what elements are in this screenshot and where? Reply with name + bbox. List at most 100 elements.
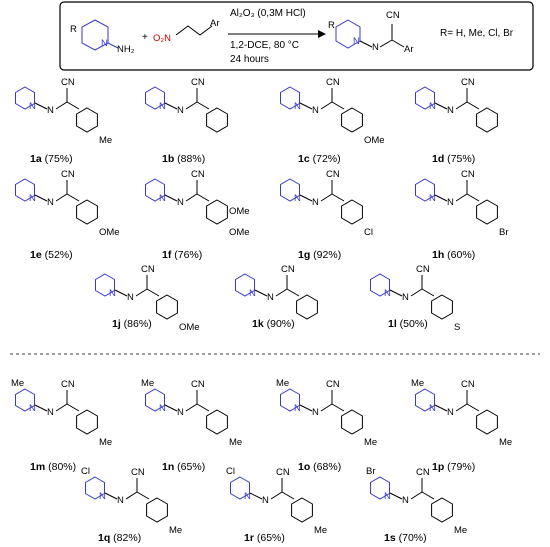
reaction-arrow	[228, 30, 326, 38]
condition-solvent: 1,2-DCE, 80 °C	[230, 40, 299, 51]
compound-yield: (68%)	[310, 461, 341, 473]
aryl-ring	[341, 199, 363, 225]
reaction-box	[59, 1, 534, 71]
imine-n: N	[47, 105, 54, 116]
compound-yield: (90%)	[264, 318, 295, 330]
product-imine-n: N	[372, 42, 379, 53]
pyridine-ring	[230, 476, 250, 500]
imine-n: N	[177, 407, 184, 418]
aryl-ring	[341, 107, 363, 133]
aryl-ring	[341, 409, 363, 435]
imine-n: N	[47, 407, 54, 418]
compound-yield: (79%)	[444, 461, 475, 473]
pyridine-ring	[145, 178, 165, 202]
pyridine-n: N	[294, 193, 301, 204]
nitrile-label: CN	[131, 467, 145, 478]
pyridine-ring	[415, 178, 435, 202]
ring-nitrogen: N	[101, 38, 108, 49]
aryl-substituent: Me	[229, 437, 242, 448]
compound-yield: (72%)	[310, 153, 341, 165]
imine-n: N	[312, 407, 319, 418]
aryl-ring	[431, 294, 453, 320]
aryl-ring	[76, 409, 98, 435]
compound-yield: (92%)	[310, 249, 341, 261]
compound-id: 1a	[30, 153, 42, 165]
nitro-label: O₂N	[153, 33, 171, 44]
product-r-label: R	[328, 20, 335, 31]
aryl-substituent-2: OMe	[229, 206, 250, 217]
compound-id: 1n	[162, 461, 174, 473]
nitrile-label: CN	[461, 169, 475, 180]
r-group-definition: R= H, Me, Cl, Br	[440, 28, 514, 39]
compound-id: 1o	[298, 461, 310, 473]
compound-label: 1c (72%)	[298, 153, 341, 165]
compound-label: 1d (75%)	[432, 153, 475, 165]
aryl-substituent: S	[454, 322, 460, 333]
compound-label: 1s (70%)	[384, 532, 427, 544]
pyridine-substituent: Me	[141, 378, 154, 389]
pyridine-ring	[415, 388, 435, 412]
imine-n: N	[402, 495, 409, 506]
aryl-substituent: OMe	[179, 322, 200, 333]
nitrile-label: CN	[461, 379, 475, 390]
compound-label: 1h (60%)	[432, 249, 475, 261]
compound-id: 1f	[162, 249, 172, 261]
aryl-substituent: Me	[169, 525, 182, 536]
aryl-ring	[476, 409, 498, 435]
pyridine-substituent: Br	[366, 466, 376, 477]
plus-sign: +	[142, 32, 148, 43]
aminopyridine-reactant: R N NH₂	[70, 19, 135, 55]
product-ring-n: N	[353, 36, 360, 47]
aryl-ring	[431, 497, 453, 523]
aryl-substituent: Me	[99, 437, 112, 448]
compound-label: 1q (82%)	[98, 532, 141, 544]
aryl-ring	[476, 199, 498, 225]
compound-yield: (65%)	[174, 461, 205, 473]
aryl-substituent: Cl	[364, 227, 373, 238]
aryl-ring	[146, 497, 168, 523]
compound-id: 1p	[432, 461, 444, 473]
pyridine-n: N	[29, 403, 36, 414]
compound-label: 1l (50%)	[388, 318, 428, 330]
compound-yield: (65%)	[254, 532, 285, 544]
nitrile-label: CN	[326, 379, 340, 390]
nitrile-label: CN	[416, 264, 430, 275]
pyridine-substituent: Cl	[226, 466, 235, 477]
pyridine-n: N	[249, 288, 256, 299]
aryl-ring	[476, 107, 498, 133]
compound-id: 1s	[384, 532, 396, 544]
pyridine-n: N	[429, 403, 436, 414]
aryl-substituent: OMe	[229, 227, 250, 238]
aryl-ring	[206, 409, 228, 435]
nitrile-label: CN	[281, 264, 295, 275]
compound-id: 1h	[432, 249, 444, 261]
pyridine-n: N	[244, 491, 251, 502]
imine-n: N	[177, 105, 184, 116]
compound-label: 1n (65%)	[162, 461, 205, 473]
aryl-ring	[156, 294, 178, 320]
pyridine-ring	[235, 273, 255, 297]
compound-yield: (75%)	[444, 153, 475, 165]
compound-label: 1m (80%)	[30, 461, 76, 473]
pyridine-ring	[15, 178, 35, 202]
pyridine-ring	[280, 86, 300, 110]
pyridine-ring	[370, 273, 390, 297]
compound-id: 1j	[112, 318, 121, 330]
compound-id: 1b	[162, 153, 174, 165]
aryl-ring	[206, 107, 228, 133]
pyridine-ring	[370, 476, 390, 500]
product-ar: Ar	[404, 44, 414, 55]
